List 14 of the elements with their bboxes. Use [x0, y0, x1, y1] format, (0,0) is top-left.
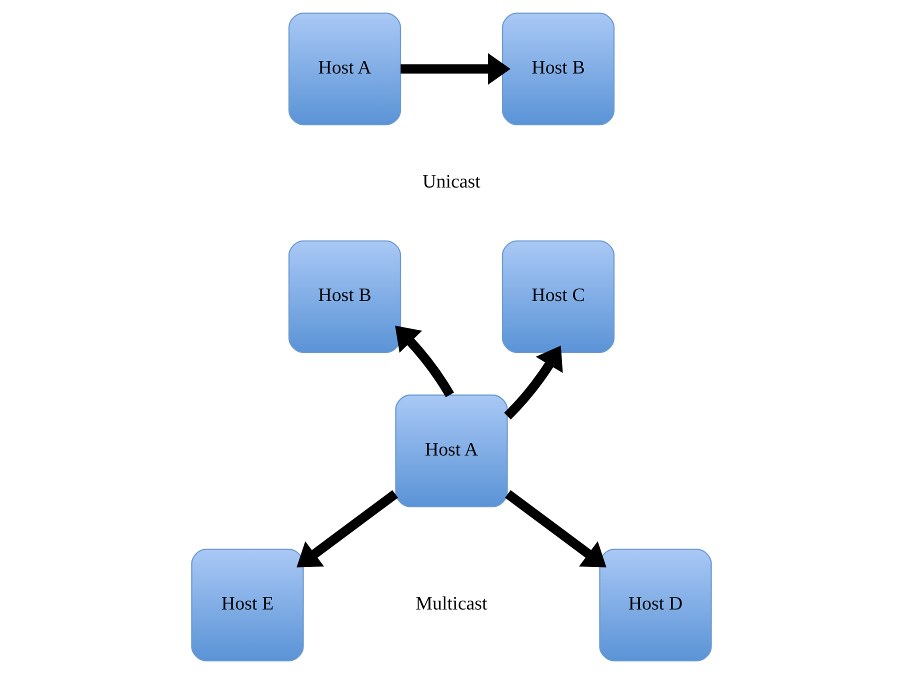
arrow — [400, 53, 510, 85]
node-box: Host A — [395, 394, 508, 508]
node-box: Host E — [191, 548, 304, 662]
node-box: Host C — [502, 240, 615, 354]
arrow — [504, 490, 606, 568]
label: Multicast — [416, 594, 488, 615]
arrow — [504, 346, 563, 420]
node-box: Host D — [599, 548, 712, 662]
node-box: Host A — [288, 12, 402, 126]
arrow — [395, 326, 454, 398]
arrow — [296, 490, 398, 568]
node-box: Host B — [288, 240, 402, 354]
label: Unicast — [422, 171, 480, 192]
node-box: Host B — [502, 12, 615, 126]
